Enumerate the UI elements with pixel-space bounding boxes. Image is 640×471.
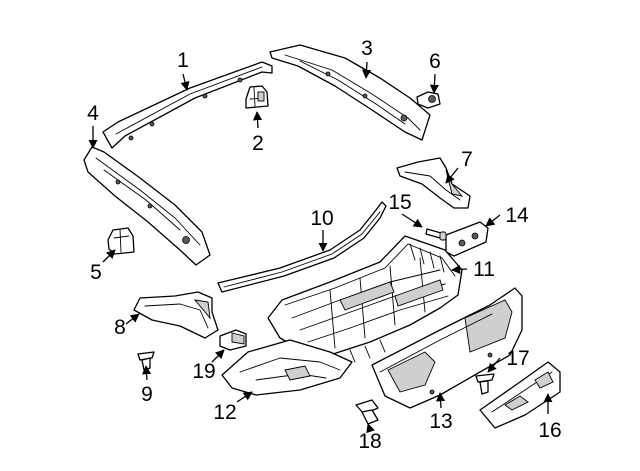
- part-14-hinge-bracket: [445, 221, 489, 257]
- part-13-lower-right-panel: [371, 287, 523, 409]
- callout-4: 4: [87, 102, 99, 125]
- part-2-bracket: [245, 85, 269, 109]
- callout-8: 8: [114, 316, 126, 339]
- callout-9: 9: [141, 383, 153, 406]
- part-12-lower-tray: [221, 339, 353, 396]
- callout-7: 7: [461, 148, 473, 171]
- callout-16: 16: [538, 419, 561, 442]
- callout-15: 15: [388, 191, 411, 214]
- callout-labels: 1 2 3 4 5 6 7 8 9 10 11 12 13 14 15 16 1…: [87, 37, 562, 453]
- callout-18: 18: [358, 430, 381, 453]
- callout-17: 17: [506, 347, 529, 370]
- callout-1: 1: [177, 49, 189, 72]
- part-18-screw: [355, 399, 379, 425]
- part-10-seal-strip: [217, 201, 387, 293]
- part-15-pin: [425, 228, 447, 241]
- callout-19: 19: [192, 360, 215, 383]
- part-8-left-gusset: [133, 291, 219, 339]
- callout-2: 2: [252, 132, 264, 155]
- callout-12: 12: [213, 401, 236, 424]
- part-6-clip: [416, 91, 441, 109]
- callout-11: 11: [473, 258, 495, 281]
- callout-14: 14: [505, 204, 529, 227]
- part-19-clip: [219, 329, 247, 351]
- part-3-right-upper-trim: [269, 44, 431, 141]
- part-16-lower-bracket: [479, 361, 561, 429]
- part-4-left-pillar-trim: [83, 146, 211, 266]
- part-1-upper-trim-strip: [102, 61, 273, 149]
- callout-3: 3: [361, 37, 373, 60]
- callout-5: 5: [90, 261, 102, 284]
- callout-13: 13: [429, 410, 452, 433]
- part-17-push-pin: [475, 373, 495, 395]
- part-5-clip-bracket: [107, 227, 135, 255]
- callout-6: 6: [429, 50, 441, 73]
- callout-10: 10: [310, 207, 333, 230]
- part-7-gusset-bracket: [396, 157, 471, 209]
- leader-lines: [88, 61, 553, 434]
